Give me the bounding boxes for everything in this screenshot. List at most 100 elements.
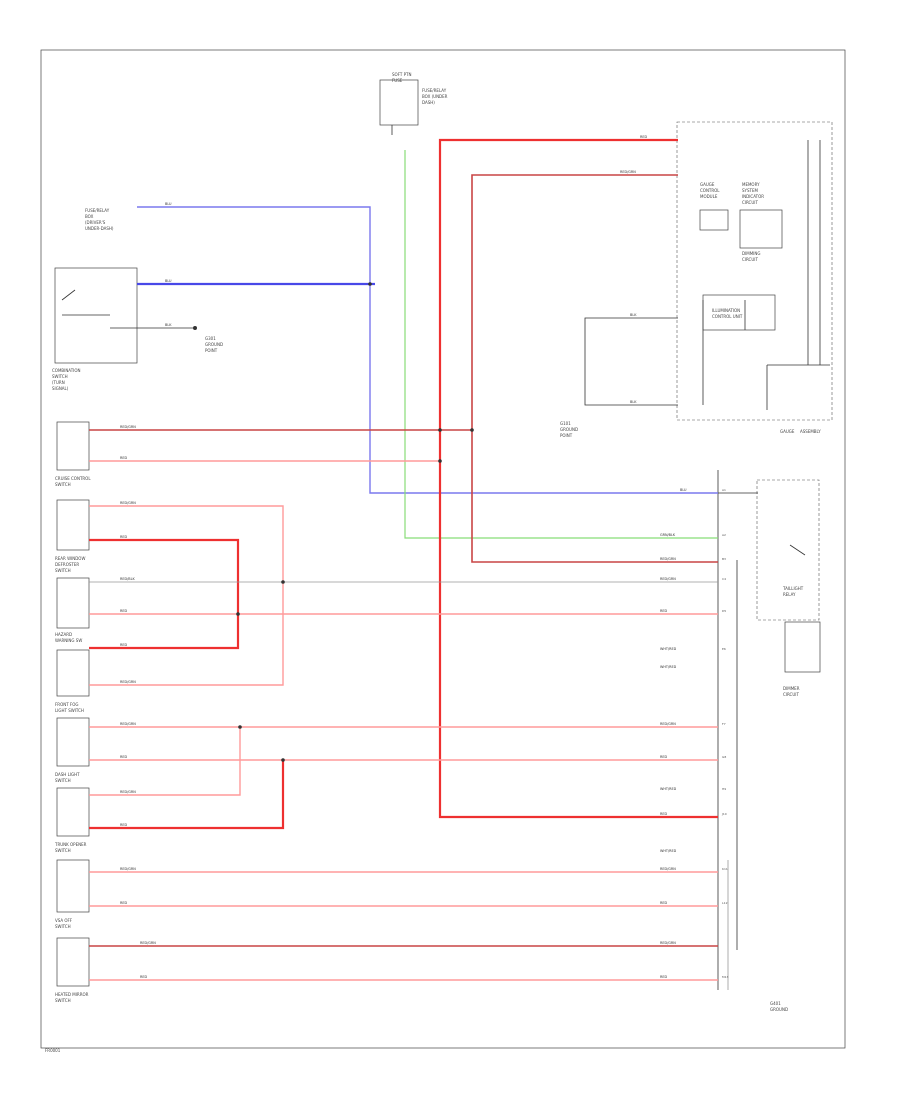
svg-text:RED/GRN: RED/GRN bbox=[120, 501, 136, 505]
svg-text:C4: C4 bbox=[722, 577, 726, 581]
svg-text:REAR WINDOW: REAR WINDOW bbox=[55, 556, 85, 561]
svg-text:RED/GRN: RED/GRN bbox=[140, 941, 156, 945]
cruise-switch-box bbox=[56, 421, 90, 471]
svg-text:(TURN: (TURN bbox=[52, 380, 65, 385]
svg-text:UNDER-DASH): UNDER-DASH) bbox=[85, 226, 114, 231]
svg-text:(DRIVER'S: (DRIVER'S bbox=[85, 220, 106, 225]
pin-labels: A1 A2 B3 C4 D5 E6 F7 G8 H9 J10 K11 L12 M… bbox=[721, 488, 728, 979]
svg-text:DIMMING: DIMMING bbox=[742, 251, 760, 256]
svg-text:TRUNK OPENER: TRUNK OPENER bbox=[54, 842, 87, 847]
svg-text:CONTROL UNIT: CONTROL UNIT bbox=[712, 314, 743, 319]
svg-text:SWITCH: SWITCH bbox=[55, 998, 71, 1003]
svg-text:RELAY: RELAY bbox=[783, 592, 796, 597]
svg-text:FUSE/RELAY: FUSE/RELAY bbox=[422, 88, 447, 93]
wire-trunk bbox=[89, 760, 285, 830]
svg-text:LIGHT SWITCH: LIGHT SWITCH bbox=[55, 708, 84, 713]
svg-text:BLU: BLU bbox=[165, 202, 172, 206]
wire-blk-gauge bbox=[584, 317, 678, 406]
svg-text:RED: RED bbox=[660, 755, 667, 759]
svg-text:RED/GRN: RED/GRN bbox=[660, 557, 676, 561]
svg-text:RED/GRN: RED/GRN bbox=[120, 790, 136, 794]
svg-text:HAZARD: HAZARD bbox=[55, 632, 72, 637]
svg-text:FUSE: FUSE bbox=[392, 78, 403, 83]
wire-blu-1 bbox=[137, 206, 718, 494]
combination-switch: COMBINATION SWITCH (TURN SIGNAL) FUSE/RE… bbox=[52, 208, 223, 391]
svg-text:DEFROSTER: DEFROSTER bbox=[55, 562, 79, 567]
svg-text:CONTROL: CONTROL bbox=[700, 188, 720, 193]
svg-text:SWITCH: SWITCH bbox=[55, 568, 71, 573]
svg-text:ILLUMINATION: ILLUMINATION bbox=[712, 308, 740, 313]
svg-text:GROUND: GROUND bbox=[205, 342, 223, 347]
svg-text:J10: J10 bbox=[721, 812, 727, 816]
switch-stack: CRUISE CONTROL SWITCH REAR WINDOW DEFROS… bbox=[54, 421, 91, 1003]
svg-text:A2: A2 bbox=[722, 533, 726, 537]
svg-text:CRUISE CONTROL: CRUISE CONTROL bbox=[55, 476, 91, 481]
wire-red-main bbox=[438, 138, 718, 819]
svg-text:SIGNAL): SIGNAL) bbox=[52, 386, 69, 391]
connector-bar bbox=[717, 470, 738, 990]
svg-text:HEATED MIRROR: HEATED MIRROR bbox=[55, 992, 89, 997]
svg-text:DASH LIGHT: DASH LIGHT bbox=[55, 772, 80, 777]
svg-text:GROUND: GROUND bbox=[560, 427, 578, 432]
svg-text:RED: RED bbox=[120, 755, 127, 759]
svg-text:WHT/RED: WHT/RED bbox=[660, 787, 677, 791]
svg-text:GAUGE: GAUGE bbox=[700, 182, 715, 187]
svg-text:BLU: BLU bbox=[165, 279, 172, 283]
svg-text:G101: G101 bbox=[560, 421, 571, 426]
svg-text:RED: RED bbox=[120, 535, 127, 539]
svg-text:RED/GRN: RED/GRN bbox=[620, 170, 636, 174]
svg-text:RED: RED bbox=[660, 901, 667, 905]
svg-text:DASH): DASH) bbox=[422, 100, 435, 105]
svg-text:CIRCUIT: CIRCUIT bbox=[742, 257, 758, 262]
svg-text:GROUND: GROUND bbox=[770, 1007, 788, 1012]
svg-text:RED/GRN: RED/GRN bbox=[120, 680, 136, 684]
svg-text:RED: RED bbox=[660, 975, 667, 979]
svg-text:RED: RED bbox=[120, 643, 127, 647]
svg-text:RED: RED bbox=[660, 812, 667, 816]
svg-text:POINT: POINT bbox=[205, 348, 218, 353]
svg-text:SWITCH: SWITCH bbox=[52, 374, 68, 379]
svg-text:K11: K11 bbox=[722, 867, 728, 871]
rear-defrost-switch-box bbox=[56, 499, 90, 551]
svg-text:INDICATOR: INDICATOR bbox=[742, 194, 764, 199]
svg-text:BLK: BLK bbox=[630, 313, 637, 317]
svg-text:RED: RED bbox=[120, 456, 127, 460]
taillight-relay: TAILLIGHT RELAY DIMMER CIRCUIT G401 GROU… bbox=[560, 421, 821, 1012]
svg-text:WHT/RED: WHT/RED bbox=[660, 647, 677, 651]
wire-red-2 bbox=[471, 174, 718, 563]
svg-text:VSA OFF: VSA OFF bbox=[55, 918, 73, 923]
svg-text:WHT/RED: WHT/RED bbox=[660, 849, 677, 853]
svg-text:FUSE/RELAY: FUSE/RELAY bbox=[85, 208, 110, 213]
svg-text:G8: G8 bbox=[722, 755, 726, 759]
svg-text:SWITCH: SWITCH bbox=[55, 848, 71, 853]
svg-text:RED/GRN: RED/GRN bbox=[660, 941, 676, 945]
svg-text:BLU: BLU bbox=[680, 488, 687, 492]
svg-text:RED: RED bbox=[120, 609, 127, 613]
wire-labels: BLU BLU BLK RED/GRN RED RED/GRN RED RED/… bbox=[120, 135, 687, 979]
gauge-assembly: GAUGE CONTROL MODULE MEMORY SYSTEM INDIC… bbox=[676, 121, 833, 434]
svg-text:GRN/BLK: GRN/BLK bbox=[660, 533, 676, 537]
svg-text:RED/GRN: RED/GRN bbox=[660, 577, 676, 581]
svg-text:CIRCUIT: CIRCUIT bbox=[783, 692, 799, 697]
dash-switch-box bbox=[56, 717, 90, 767]
wire-defrost-loop bbox=[89, 505, 284, 686]
svg-text:FRONT FOG: FRONT FOG bbox=[55, 702, 78, 707]
vsa-switch-box bbox=[56, 859, 90, 913]
svg-text:D5: D5 bbox=[722, 609, 726, 613]
footer-code: FR0001 bbox=[45, 1048, 61, 1053]
svg-text:CIRCUIT: CIRCUIT bbox=[742, 200, 758, 205]
svg-text:RED: RED bbox=[140, 975, 147, 979]
svg-text:BOX: BOX bbox=[85, 214, 94, 219]
hazard-switch-box bbox=[56, 577, 90, 629]
wire-grn bbox=[404, 150, 718, 539]
wire-dash-2 bbox=[89, 727, 241, 796]
svg-text:A1: A1 bbox=[722, 488, 726, 492]
svg-text:ASSEMBLY: ASSEMBLY bbox=[800, 429, 821, 434]
svg-text:SYSTEM: SYSTEM bbox=[742, 188, 758, 193]
svg-text:RED: RED bbox=[640, 135, 647, 139]
trunk-switch-box bbox=[56, 787, 90, 837]
svg-text:RED/GRN: RED/GRN bbox=[660, 722, 676, 726]
svg-text:MEMORY: MEMORY bbox=[742, 182, 760, 187]
svg-text:E6: E6 bbox=[722, 647, 726, 651]
svg-text:RED/GRN: RED/GRN bbox=[120, 722, 136, 726]
